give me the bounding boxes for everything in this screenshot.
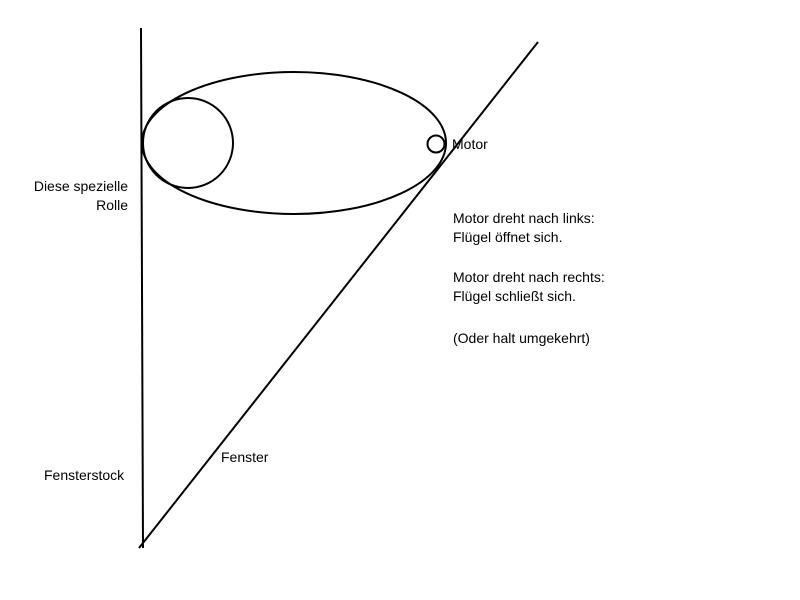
- note-turn-left: Motor dreht nach links: Flügel öffnet si…: [453, 210, 595, 245]
- belt-loop: [141, 71, 447, 215]
- motor-label: Motor: [452, 136, 488, 152]
- frame-label: Fensterstock: [44, 467, 125, 483]
- note-turn-right: Motor dreht nach rechts: Flügel schließt…: [453, 269, 605, 304]
- motor-circle: [426, 134, 446, 154]
- roller-label: Diese spezielle Rolle: [33, 178, 128, 213]
- roller-circle: [142, 97, 234, 189]
- window-frame-line: [140, 27, 144, 549]
- window-label: Fenster: [221, 449, 269, 465]
- window-sash-line: [138, 41, 539, 549]
- note-alternative: (Oder halt umgekehrt): [453, 330, 590, 346]
